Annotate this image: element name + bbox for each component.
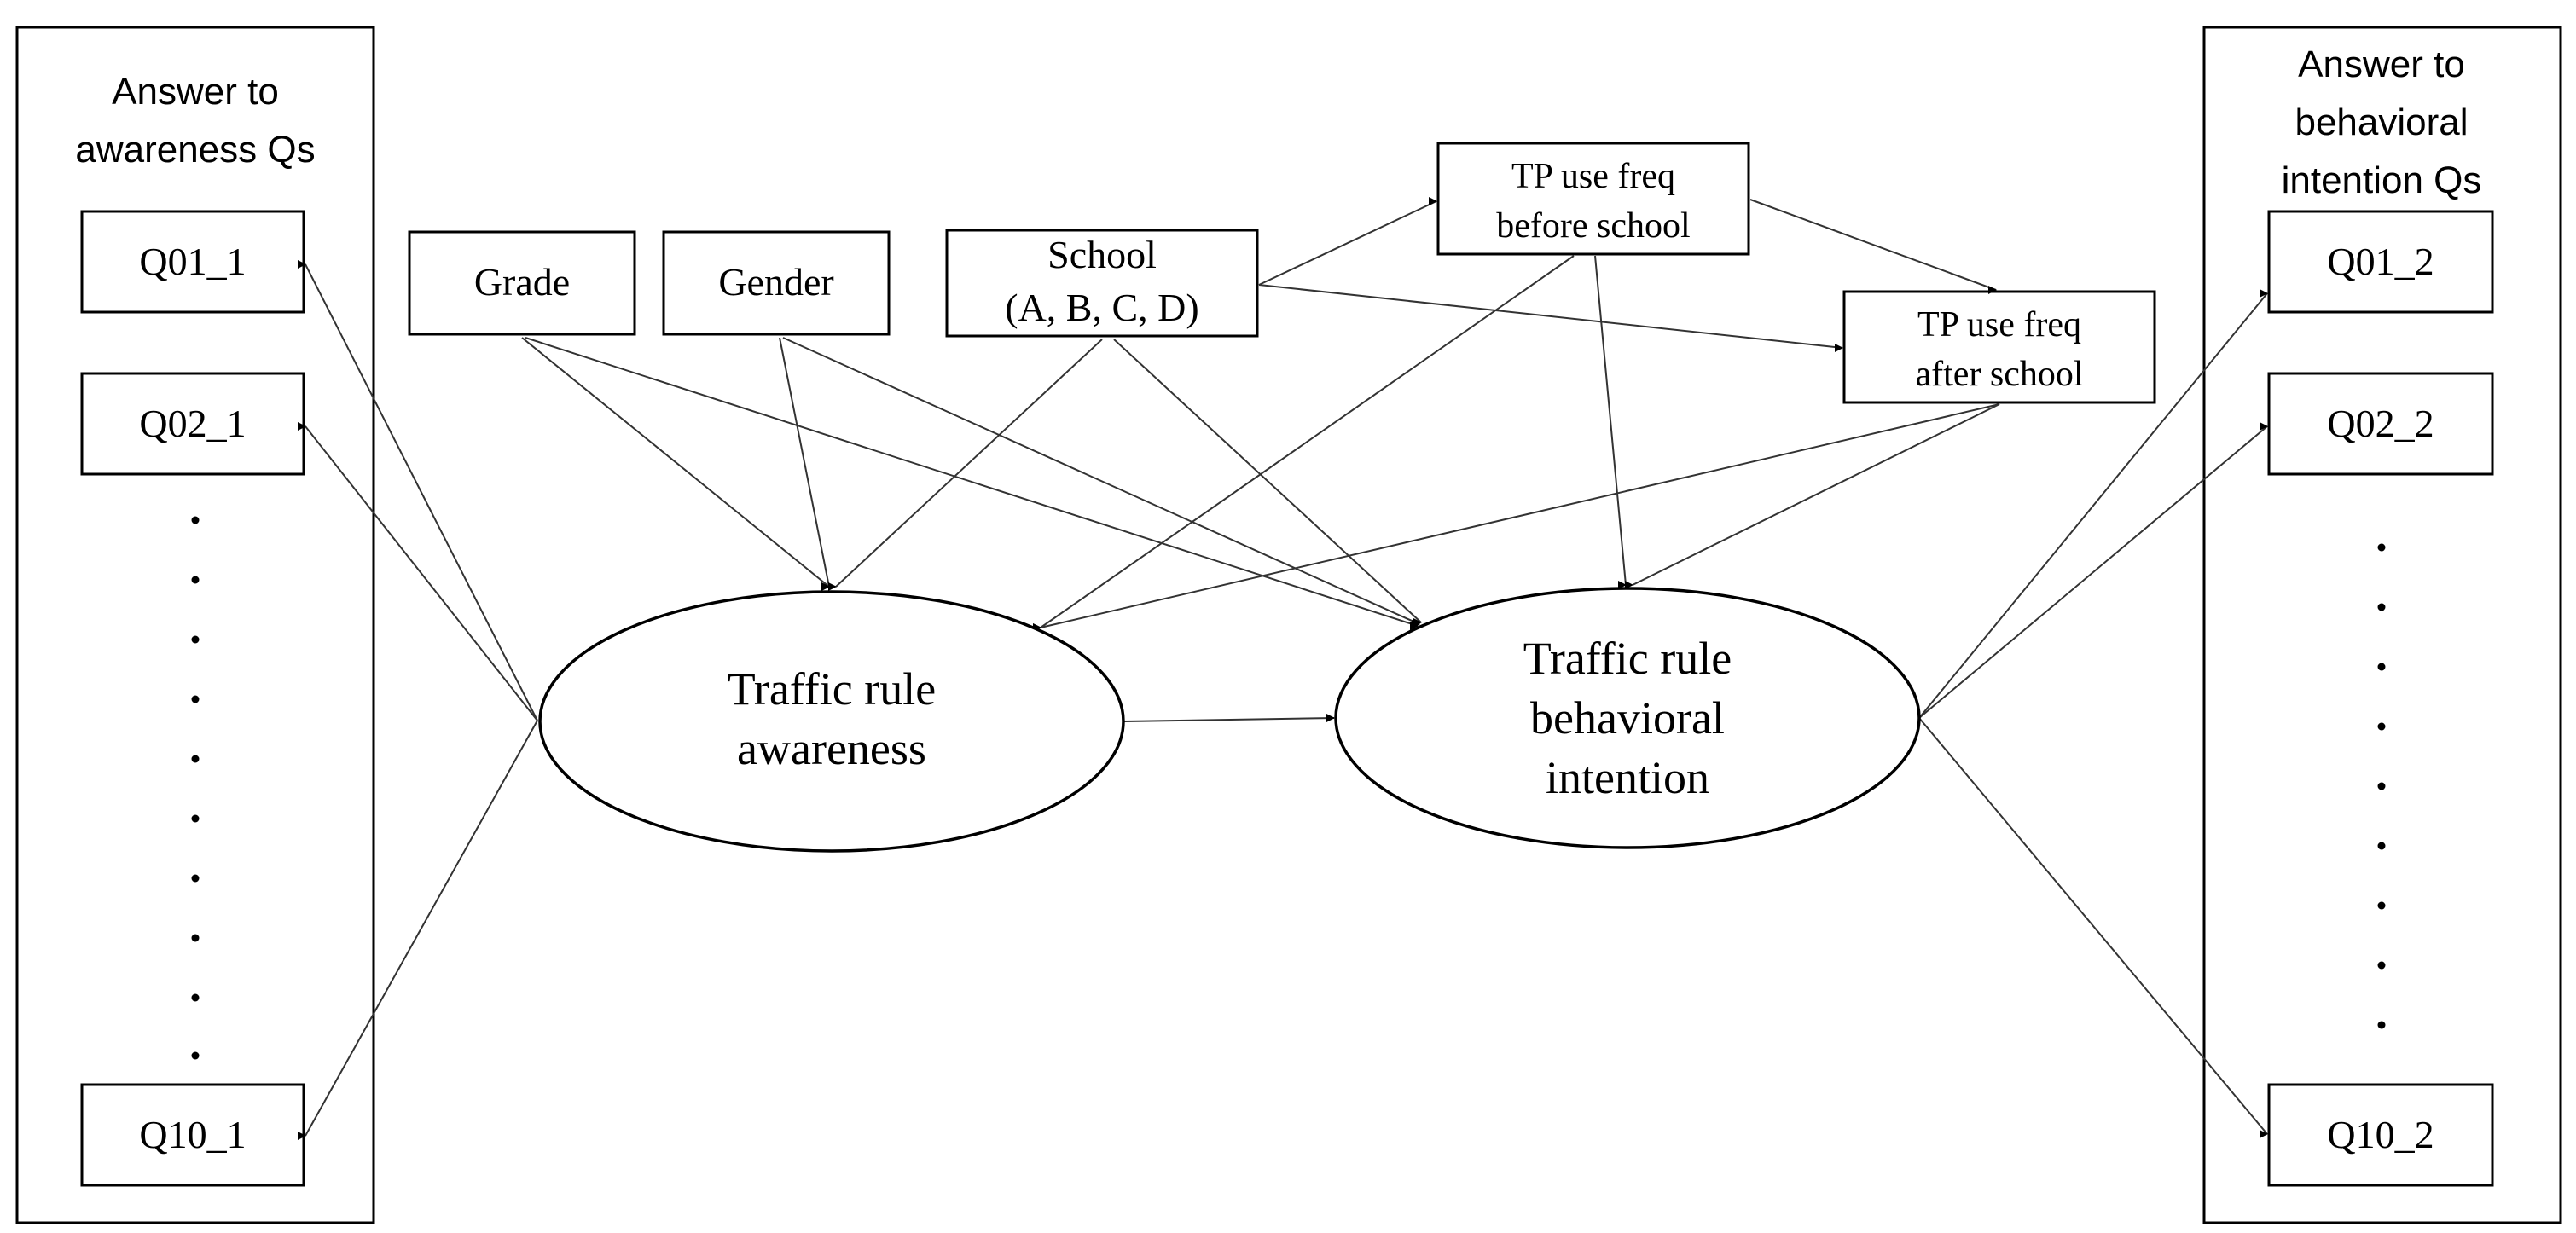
q02-1-label: Q02_1: [139, 402, 246, 445]
arrow-tp-before-to-behavior: [1594, 255, 1627, 589]
q01-2-box: [2267, 210, 2494, 314]
tp-after-label-line2: after school: [1915, 355, 2083, 394]
grade-box: [408, 230, 636, 336]
arrow-school-to-tp-before: [1258, 197, 1437, 286]
path-arrows: [298, 197, 2268, 1140]
behavioral-panel-frame: [2202, 26, 2562, 1224]
q10-2-box: [2267, 1083, 2494, 1187]
arrow-awareness-to-q10-1: [298, 720, 538, 1140]
traffic-rule-awareness-ellipse: [538, 590, 1125, 853]
awareness-panel-frame: [15, 26, 375, 1224]
observed-variables: Grade Gender School (A, B, C, D) TP use …: [408, 142, 2156, 404]
school-label-line1: School: [1047, 233, 1157, 276]
arrow-tp-after-to-behavior: [1625, 403, 2000, 589]
school-label-line2: (A, B, C, D): [1005, 286, 1198, 329]
arrow-behavior-to-q10-2: [1918, 717, 2268, 1138]
arrow-tp-before-to-tp-after: [1749, 199, 1997, 294]
behavioral-panel-title-line3: intention Qs: [2282, 159, 2482, 201]
awareness-answers-panel: Answer to awareness Qs Q01_1 Q02_1 Q10_1: [15, 26, 375, 1224]
tp-before-label-line1: TP use freq: [1511, 157, 1675, 196]
arrow-awareness-to-q02-1: [298, 422, 538, 721]
grade-label: Grade: [474, 260, 570, 304]
arrow-gender-to-awareness: [779, 337, 830, 591]
arrow-school-to-awareness: [828, 339, 1103, 591]
traffic-rule-behavioral-intention-ellipse: [1334, 587, 1921, 849]
school-box: [945, 229, 1259, 338]
arrow-school-to-tp-after: [1258, 284, 1843, 352]
q10-1-label: Q10_1: [139, 1113, 246, 1156]
arrow-grade-to-behavior: [525, 337, 1419, 630]
gender-box: [662, 230, 891, 336]
arrow-grade-to-awareness: [521, 337, 830, 591]
q01-1-label: Q01_1: [139, 240, 246, 283]
awareness-latent-line1: Traffic rule: [728, 663, 936, 715]
q02-2-label: Q02_2: [2327, 402, 2434, 445]
behavioral-panel-title-line2: behavioral: [2295, 101, 2468, 143]
awareness-latent-line2: awareness: [737, 723, 926, 774]
behavioral-answers-panel: Answer to behavioral intention Qs Q01_2 …: [2202, 26, 2562, 1224]
q10-2-label: Q10_2: [2327, 1113, 2434, 1156]
behavior-latent-line1: Traffic rule: [1523, 633, 1732, 684]
awareness-ellipsis-dots: [191, 516, 200, 1060]
latent-variables: Traffic rule awareness Traffic rule beha…: [538, 587, 1921, 853]
awareness-panel-title-line1: Answer to: [112, 71, 279, 113]
arrow-awareness-to-behavior: [1123, 714, 1335, 722]
behavior-latent-line3: intention: [1546, 752, 1709, 803]
arrow-tp-before-to-awareness: [1033, 255, 1575, 632]
tp-before-label-line2: before school: [1496, 206, 1690, 246]
arrow-behavior-to-q01-2: [1918, 289, 2268, 719]
arrow-school-to-behavior: [1113, 339, 1422, 627]
tp-before-school-box: [1436, 142, 1750, 256]
behavior-latent-line2: behavioral: [1530, 692, 1725, 744]
arrow-gender-to-behavior: [782, 337, 1420, 628]
arrow-behavior-to-q02-2: [1918, 422, 2268, 719]
tp-after-school-box: [1842, 290, 2156, 404]
q02-2-box: [2267, 372, 2494, 476]
behavioral-ellipsis-dots: [2377, 543, 2386, 1029]
q01-2-label: Q01_2: [2327, 240, 2434, 283]
awareness-panel-title-line2: awareness Qs: [75, 129, 315, 171]
arrow-tp-after-to-awareness: [1033, 403, 2000, 632]
gender-label: Gender: [718, 260, 833, 304]
arrow-awareness-to-q01-1: [298, 260, 538, 721]
behavioral-panel-title-line1: Answer to: [2298, 43, 2465, 85]
tp-after-label-line1: TP use freq: [1917, 305, 2081, 344]
